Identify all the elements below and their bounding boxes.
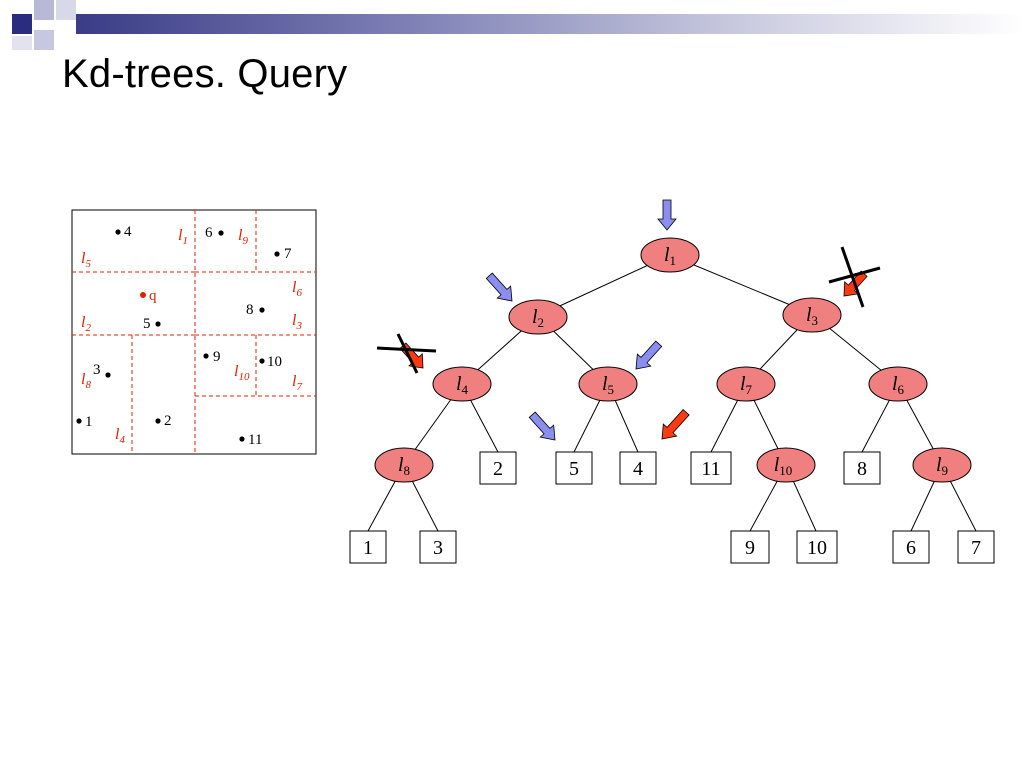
svg-text:11: 11 — [701, 458, 720, 480]
svg-text:l1: l1 — [664, 244, 676, 268]
line-label-l6: l6 — [292, 279, 302, 299]
line-label-l10: l10 — [234, 363, 250, 383]
leaf-box: 1 — [349, 530, 387, 564]
point-dot — [259, 358, 265, 364]
plane-partition: 4 6 7 8 5 3 9 10 1 2 11 q — [71, 209, 317, 455]
tree-node-l7: l7 — [716, 366, 776, 402]
svg-text:9: 9 — [745, 537, 755, 559]
tree-node-l9: l9 — [912, 447, 972, 483]
tree-node-l5: l5 — [578, 366, 638, 402]
point-dot — [76, 418, 82, 424]
tree-nodes: l1 l2 l3 l4 l5 l7 l6 l8 — [374, 237, 972, 483]
point-label: 4 — [124, 224, 132, 240]
tree-node-l1: l1 — [640, 237, 700, 273]
svg-text:l7: l7 — [740, 373, 753, 397]
visit-arrow — [528, 411, 556, 441]
line-label-l2: l2 — [81, 314, 91, 334]
tree-node-l6: l6 — [868, 366, 928, 402]
corner-square-2 — [34, 0, 54, 20]
line-label-l7: l7 — [292, 373, 302, 393]
line-label-l9: l9 — [238, 227, 248, 247]
header-bar — [76, 14, 1024, 34]
point-dot — [155, 418, 161, 424]
svg-text:l3: l3 — [806, 304, 818, 328]
query-point-label: q — [149, 288, 157, 304]
point-dot — [203, 353, 209, 359]
point-label: 5 — [143, 316, 151, 332]
svg-text:l8: l8 — [398, 454, 410, 478]
plane-border — [71, 209, 317, 455]
corner-square-3 — [56, 0, 76, 20]
prune-arrow — [661, 409, 690, 440]
query-point-dot — [140, 292, 146, 298]
leaf-box: 3 — [419, 530, 457, 564]
tree-node-l2: l2 — [508, 299, 568, 335]
point-label: 9 — [213, 349, 221, 365]
svg-text:6: 6 — [906, 537, 916, 559]
corner-square-4 — [34, 30, 54, 50]
svg-text:10: 10 — [807, 537, 827, 559]
point-label: 1 — [85, 414, 93, 430]
svg-text:5: 5 — [569, 458, 579, 480]
slide-title: Kd-trees. Query — [62, 52, 348, 96]
point-label: 8 — [246, 302, 254, 318]
point-label: 10 — [267, 354, 282, 370]
svg-text:4: 4 — [633, 458, 643, 480]
point-dot — [218, 230, 224, 236]
prune-arrow — [399, 342, 424, 369]
tree-node-l4: l4 — [432, 366, 492, 402]
point-label: 7 — [284, 246, 292, 262]
svg-text:7: 7 — [971, 537, 981, 559]
corner-square-5 — [12, 36, 32, 50]
tree-node-l10: l10 — [756, 447, 816, 483]
leaf-box: 6 — [892, 530, 930, 564]
pruned-x-mark — [376, 333, 437, 374]
line-label-l1: l1 — [178, 227, 188, 247]
pruned-x-mark — [828, 246, 881, 308]
svg-text:l4: l4 — [456, 373, 469, 397]
svg-text:3: 3 — [433, 537, 443, 559]
leaf-box: 2 — [479, 451, 517, 485]
leaf-box: 9 — [730, 530, 770, 564]
svg-text:l10: l10 — [774, 454, 793, 478]
line-label-l8: l8 — [81, 371, 91, 391]
leaf-box: 5 — [555, 451, 593, 485]
corner-square-1 — [12, 14, 32, 34]
leaf-box: 4 — [619, 451, 657, 485]
point-dot — [105, 372, 111, 378]
point-dot — [155, 321, 161, 327]
line-label-l5: l5 — [81, 250, 91, 270]
tree-leaves: 2 5 4 11 8 1 3 9 10 6 7 — [349, 451, 995, 564]
leaf-box: 11 — [690, 451, 732, 485]
svg-text:l6: l6 — [892, 373, 905, 397]
visit-arrow — [657, 199, 677, 231]
point-label: 6 — [205, 225, 213, 241]
svg-text:2: 2 — [493, 458, 503, 480]
tree-node-l3: l3 — [782, 297, 842, 333]
point-dot — [115, 229, 121, 235]
line-label-l4: l4 — [115, 426, 125, 446]
svg-text:l2: l2 — [532, 306, 544, 330]
svg-text:l5: l5 — [602, 373, 614, 397]
leaf-box: 7 — [957, 530, 995, 564]
line-label-l3: l3 — [292, 312, 302, 332]
visit-arrow — [635, 340, 663, 370]
tree-node-l8: l8 — [374, 447, 434, 483]
point-label: 11 — [248, 432, 262, 448]
point-dot — [239, 436, 245, 442]
point-dot — [259, 307, 265, 313]
visit-arrow — [485, 272, 513, 302]
point-label: 3 — [93, 362, 101, 378]
point-dot — [274, 251, 280, 257]
leaf-box: 8 — [843, 451, 881, 485]
point-label: 2 — [164, 413, 172, 429]
svg-text:l9: l9 — [936, 454, 948, 478]
svg-text:1: 1 — [363, 537, 373, 559]
svg-text:8: 8 — [857, 458, 867, 480]
leaf-box: 10 — [796, 530, 838, 564]
